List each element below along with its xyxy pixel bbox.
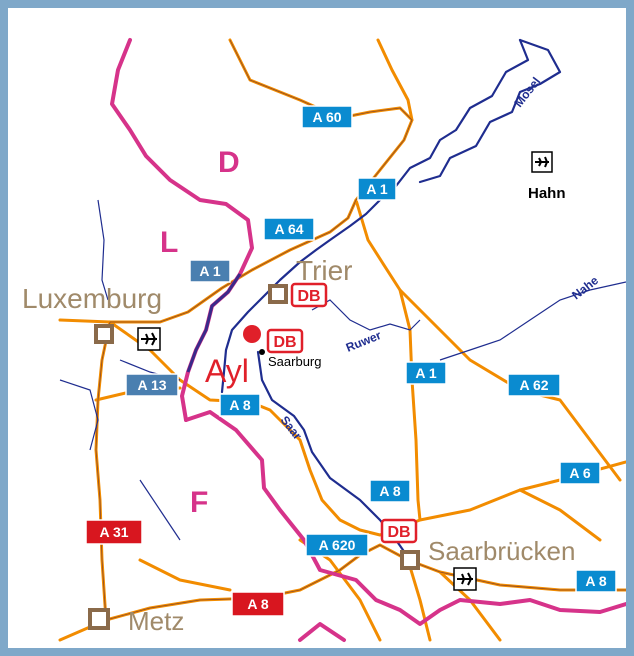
ayl-location-dot	[243, 325, 261, 343]
motorway-shield-a6: A 6	[559, 461, 601, 485]
city-marker-metz	[88, 608, 110, 630]
city-label-luxemburg: Luxemburg	[22, 283, 162, 314]
border-germany-france	[184, 410, 626, 626]
river-nahe	[439, 281, 626, 361]
svg-text:DB: DB	[387, 524, 410, 541]
motorway-shield-a60: A 60	[301, 105, 353, 129]
river-ruwer	[311, 299, 421, 331]
svg-text:A 6: A 6	[569, 465, 590, 481]
svg-text:A 13: A 13	[137, 377, 166, 393]
city-label-saarbruecken: Saarbrücken	[428, 536, 575, 566]
airplane-icon	[453, 567, 477, 591]
motorway-shield-a64: A 64	[263, 217, 315, 241]
svg-text:A 64: A 64	[274, 221, 303, 237]
national-borders	[110, 38, 626, 642]
river-label-ruwer: Ruwer	[344, 328, 384, 355]
city-label-hahn: Hahn	[528, 185, 566, 202]
city-marker-trier	[268, 284, 288, 304]
city-label-saarburg: Saarburg	[268, 354, 321, 369]
river-mosel	[220, 38, 530, 394]
motorway-shield-a62: A 62	[507, 373, 561, 397]
river-label-saar: Saar	[278, 413, 305, 442]
motorway-shield-a13: A 13	[125, 373, 179, 397]
motorway-shield-a620: A 620	[305, 533, 369, 557]
svg-text:A 1: A 1	[199, 263, 220, 279]
svg-text:A 1: A 1	[415, 365, 436, 381]
motorway-shield-a31: A 31	[85, 519, 143, 545]
svg-text:A 1: A 1	[366, 181, 387, 197]
motorway-shield-a8-saar: A 8	[369, 479, 411, 503]
motorway-shield-a1-north: A 1	[357, 177, 397, 201]
river-label-mosel: Mosel	[511, 74, 543, 109]
country-label-germany: D	[218, 146, 240, 179]
country-label-luxembourg: L	[160, 226, 178, 259]
river-label-nahe: Nahe	[569, 273, 601, 302]
city-marker-saarbruecken	[400, 550, 420, 570]
svg-text:A 8: A 8	[585, 573, 606, 589]
motorway-shield-a1-south: A 1	[405, 361, 447, 385]
svg-text:DB: DB	[297, 288, 320, 305]
saarburg-dot	[259, 349, 265, 355]
motorway-shield-a8-saarburg: A 8	[219, 393, 261, 417]
rail-badge-saarburg: DB	[266, 328, 304, 354]
svg-text:A 8: A 8	[229, 397, 250, 413]
svg-text:A 8: A 8	[379, 483, 400, 499]
city-label-metz: Metz	[128, 606, 184, 636]
motorway-shield-a8-east: A 8	[575, 569, 617, 593]
airplane-icon	[531, 151, 553, 173]
country-label-france: F	[190, 486, 208, 519]
river-mosel-bends	[418, 38, 562, 184]
svg-text:DB: DB	[273, 334, 296, 351]
motorway-shield-a8-france: A 8	[231, 591, 285, 617]
svg-text:A 8: A 8	[247, 596, 268, 612]
svg-text:A 62: A 62	[519, 377, 548, 393]
svg-text:A 60: A 60	[312, 109, 341, 125]
city-label-trier: Trier	[296, 255, 353, 286]
city-marker-luxemburg	[94, 324, 114, 344]
svg-text:A 620: A 620	[319, 537, 356, 553]
river-sauer	[97, 199, 109, 301]
rail-badge-trier: DB	[290, 282, 328, 308]
city-label-ayl: Ayl	[205, 353, 249, 389]
airplane-icon	[137, 327, 161, 351]
rail-badge-saarbruecken: DB	[380, 518, 418, 544]
motorway-shield-a1-luxembourg: A 1	[189, 259, 231, 283]
svg-text:A 31: A 31	[99, 524, 128, 540]
